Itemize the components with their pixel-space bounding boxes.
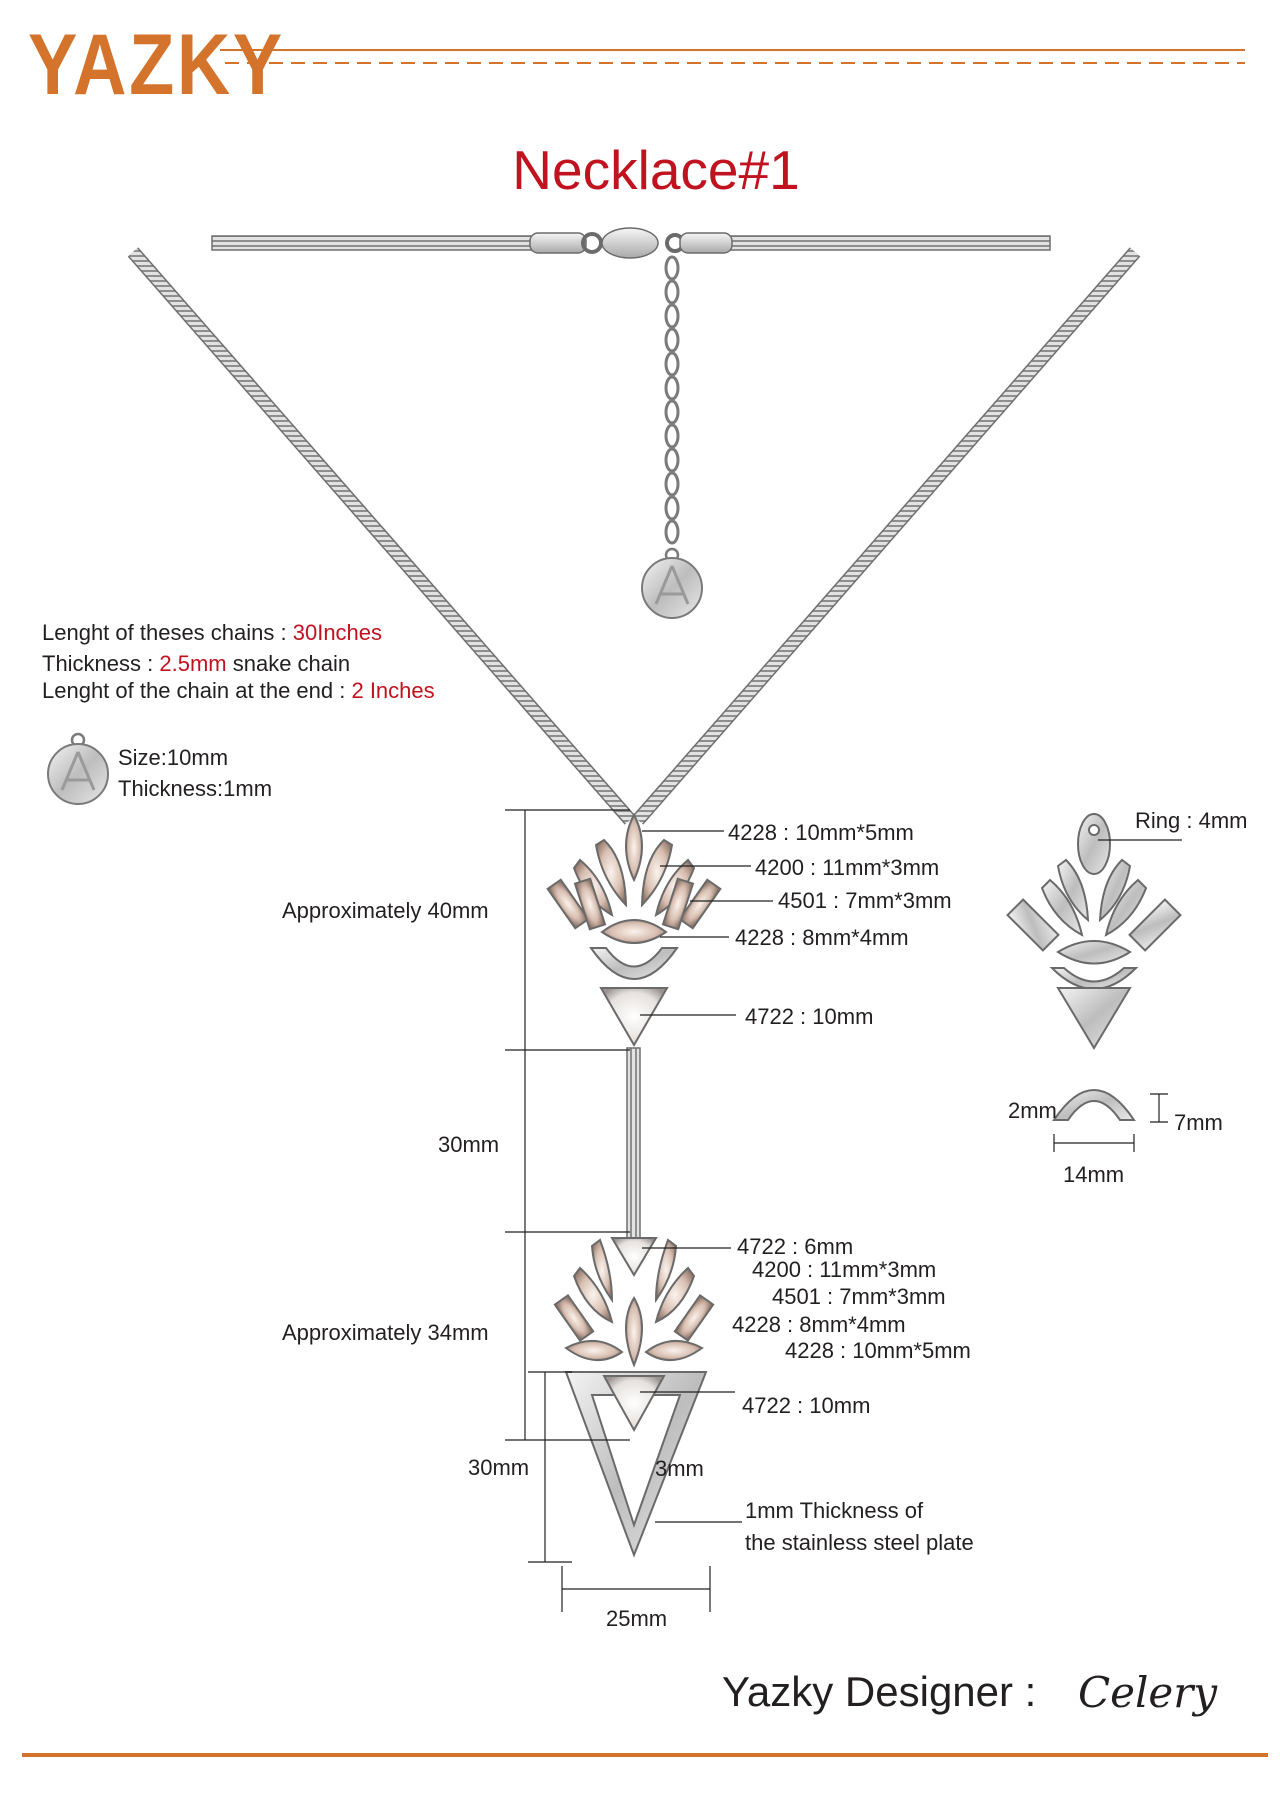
lower-height-label: Approximately 34mm [282,1320,489,1345]
frame-width-label: 3mm [655,1456,704,1481]
spec-thickness: Thickness : 2.5mm snake chain [42,651,350,677]
extension-chain [664,255,680,545]
lower-part-label: 4722 : 6mm [737,1234,854,1259]
spec-value: 30Inches [292,620,383,645]
spec-label: Lenght of the chain at the end : [42,678,352,703]
tag-size: Size:10mm [118,745,229,770]
lower-part-label: 4228 : 10mm*5mm [785,1338,971,1363]
ring-size-label: Ring : 4mm [1135,808,1248,833]
triangle-width-label: 25mm [606,1606,668,1631]
plate-note-line-1: 1mm Thickness of [745,1498,924,1523]
lower-part-label: 4722 : 10mm [742,1393,871,1418]
spec-end-chain: Lenght of the chain at the end : 2 Inche… [42,678,435,704]
lobster-clasp-icon [529,227,733,259]
upper-part-label: 4228 : 10mm*5mm [728,820,914,845]
upper-part-label: 4228 : 8mm*4mm [735,925,909,950]
upper-height-label: Approximately 40mm [282,898,489,923]
connector-length-label: 30mm [438,1132,500,1157]
designer-label: Yazky Designer : [722,1668,1037,1715]
plate-note-line-2: the stainless steel plate [745,1530,974,1555]
arc-height-label: 7mm [1174,1110,1223,1135]
spec-label: Lenght of theses chains : [42,620,293,645]
upper-part-label: 4200 : 11mm*3mm [755,855,940,880]
spec-chain-length: Lenght of theses chains : 30Inches [42,620,382,646]
arc-detail [1052,1089,1168,1152]
lower-part-label: 4501 : 7mm*3mm [772,1284,946,1309]
triangle-height-label: 30mm [468,1455,530,1480]
lower-part-label: 4228 : 8mm*4mm [732,1312,906,1337]
side-view-pendant [1006,813,1182,1050]
tag-thickness: Thickness:1mm [118,776,273,801]
arc-thickness-label: 2mm [1008,1098,1057,1123]
header-rule [220,49,1245,64]
spec-label: Thickness : [42,651,160,676]
page-title: Necklace#1 [512,139,800,201]
dimension-lines [505,809,1182,1612]
brand-logo: YAZKY [28,17,285,113]
spec-value: 2 Inches [351,678,435,703]
logo-tag-icon [641,547,703,619]
snake-chain [127,235,1141,825]
upper-part-label: 4722 : 10mm [745,1004,874,1029]
lower-part-label: 4200 : 11mm*3mm [752,1257,937,1282]
connector-chain [626,1047,641,1239]
arc-width-label: 14mm [1063,1162,1125,1187]
tag-legend-icon [47,732,109,805]
upper-part-label: 4501 : 7mm*3mm [778,888,952,913]
spec-value: 2.5mm [159,651,227,676]
designer-signature: Celery [1078,1668,1218,1717]
lower-pendant [553,1237,715,1558]
upper-pendant [546,812,722,1047]
spec-suffix: snake chain [226,651,351,676]
